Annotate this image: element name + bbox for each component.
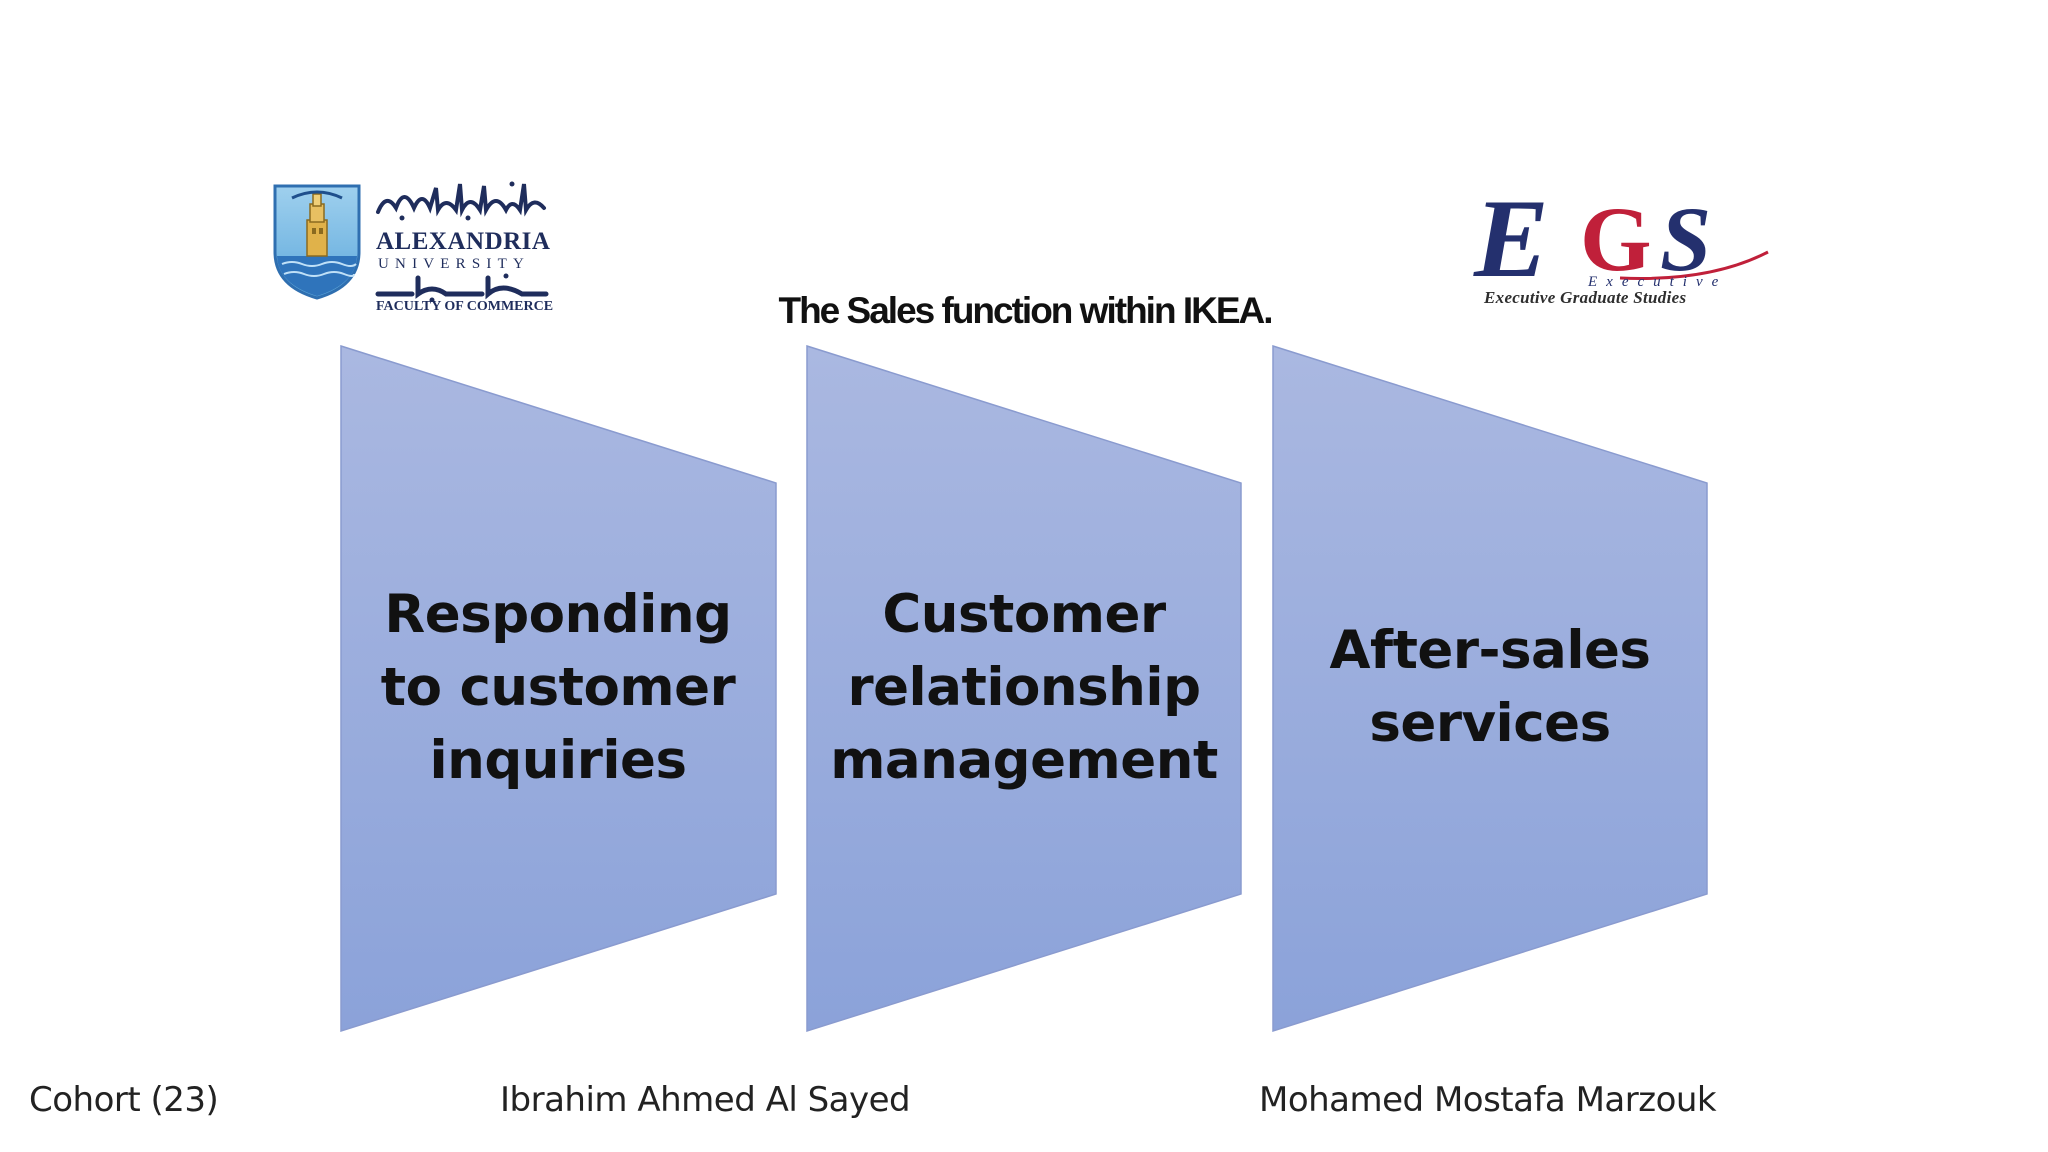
step-3-line-2: services <box>1369 693 1611 754</box>
alexandria-university-crest-icon <box>273 184 361 300</box>
step-1-line-2: to customer <box>380 657 736 718</box>
step-shape-3 <box>1272 344 1708 1033</box>
step-1-line-1: Responding <box>384 584 732 645</box>
university-word: UNIVERSITY <box>378 256 530 272</box>
step-3-line-1: After-sales <box>1329 620 1651 681</box>
step-shape-1 <box>340 344 777 1033</box>
presenter-1: Ibrahim Ahmed Al Sayed <box>500 1080 911 1120</box>
slide-title: The Sales function within IKEA. <box>778 290 1273 331</box>
step-label-1: Responding to customer inquiries <box>348 578 768 797</box>
step-label-3: After-sales services <box>1280 614 1700 760</box>
faculty-of-commerce: FACULTY OF COMMERCE <box>376 299 554 314</box>
step-shape-2 <box>806 344 1242 1033</box>
egs-logo: E G S Executive Executive Graduate Studi… <box>1470 186 1780 318</box>
step-2-line-3: management <box>830 730 1218 791</box>
alexandria-name: ALEXANDRIA <box>376 228 551 255</box>
presenter-2: Mohamed Mostafa Marzouk <box>1259 1080 1717 1120</box>
arabic-university-name-icon <box>376 181 546 221</box>
alexandria-university-logo: ALEXANDRIA UNIVERSITY FACULTY OF COMMERC… <box>272 178 554 318</box>
egs-logo-icon: E G S Executive <box>1473 186 1769 290</box>
cohort-label: Cohort (23) <box>29 1080 219 1120</box>
arabic-faculty-name-icon <box>375 273 549 302</box>
egs-e-letter: E <box>1473 186 1549 290</box>
step-label-2: Customer relationship management <box>814 578 1234 797</box>
egs-subtitle: Executive Graduate Studies <box>1484 288 1687 307</box>
step-2-line-1: Customer <box>882 584 1166 645</box>
step-1-line-3: inquiries <box>429 730 687 791</box>
egs-executive-word: Executive <box>1587 274 1727 290</box>
step-2-line-2: relationship <box>847 657 1201 718</box>
egs-g-letter: G <box>1580 188 1652 290</box>
